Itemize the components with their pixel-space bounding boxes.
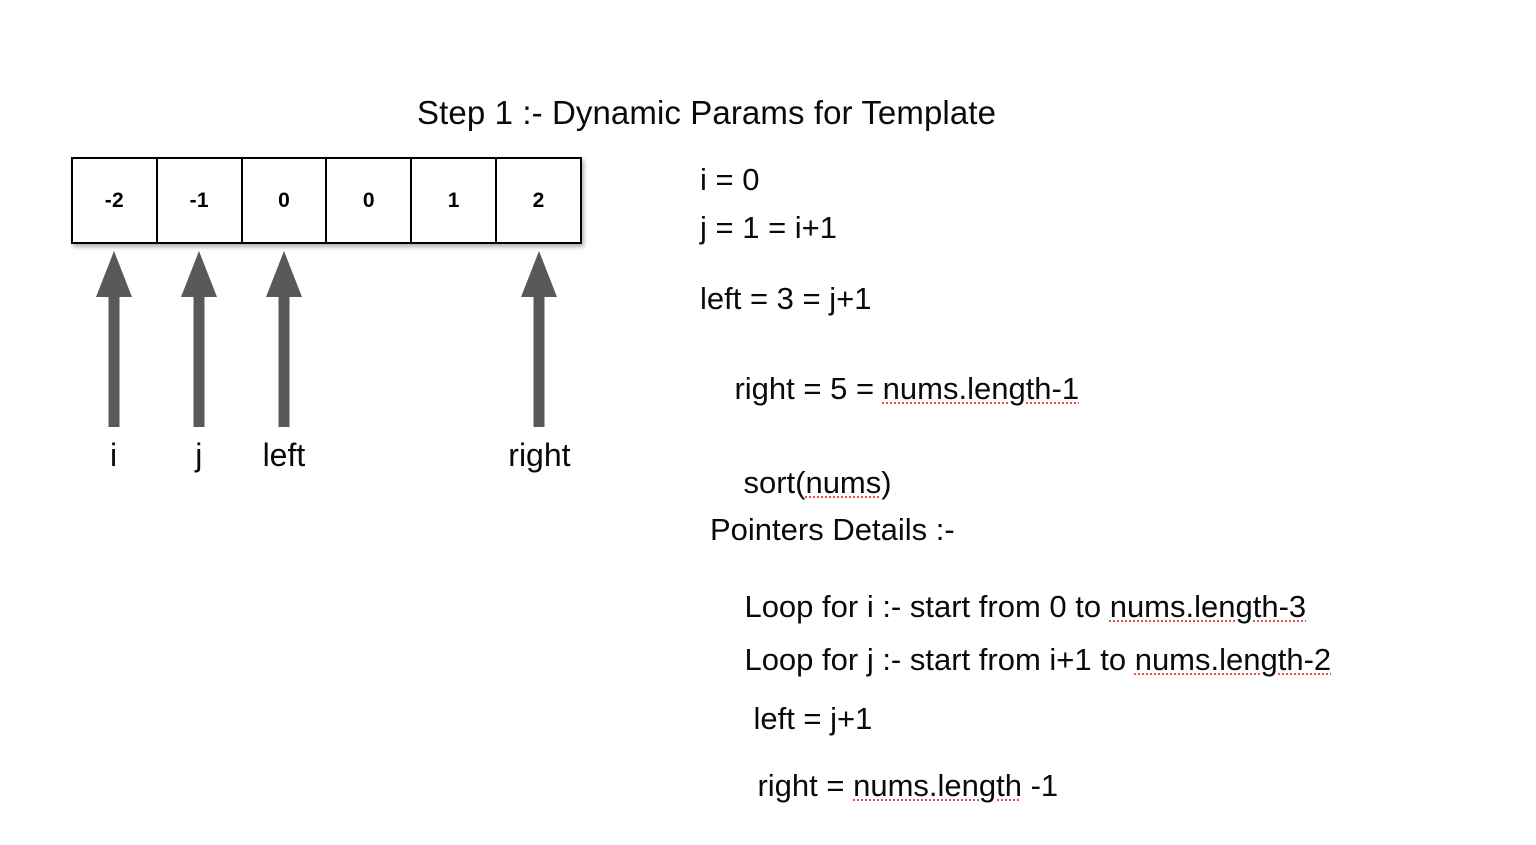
array-cell: 0 <box>326 157 412 244</box>
details-loop-i-bound: nums.length-3 <box>1109 589 1307 624</box>
pointer-label-right: right <box>508 437 571 473</box>
array-cell: 2 <box>496 157 582 244</box>
details-right-prefix: right = <box>757 768 854 803</box>
details-left-text: left = j+1 <box>753 701 873 736</box>
pointer-arrow-j <box>180 251 218 427</box>
pointer-label-i: i <box>110 437 118 473</box>
pointer-label-j: j <box>195 437 203 473</box>
details-loop-j-prefix: Loop for j :- start from i+1 to <box>744 642 1135 677</box>
param-line-left: left = 3 = j+1 <box>700 281 872 316</box>
details-loop-j-bound: nums.length-2 <box>1134 642 1332 677</box>
array-cell: -2 <box>71 157 157 244</box>
sort-call-suffix: ) <box>881 465 892 500</box>
details-loop-i-prefix: Loop for i :- start from 0 to <box>744 589 1110 624</box>
array-cell: 1 <box>411 157 497 244</box>
param-right-prefix: right = 5 = <box>734 371 883 406</box>
param-line-j: j = 1 = i+1 <box>700 210 838 245</box>
details-line-left: left = j+1 <box>719 672 872 765</box>
sort-call-argument: nums <box>805 465 882 500</box>
details-line-loop-j: Loop for j :- start from i+1 to nums.len… <box>710 613 1331 706</box>
details-line-loop-i: Loop for i :- start from 0 to nums.lengt… <box>710 560 1306 653</box>
page-title: Step 1 :- Dynamic Params for Template <box>0 56 1536 170</box>
param-line-right: right = 5 = nums.length-1 <box>700 342 1079 435</box>
details-right-expression: nums.length <box>853 768 1022 803</box>
details-heading: Pointers Details :- <box>710 512 955 547</box>
pointer-arrow-right <box>520 251 558 427</box>
array-cell: -1 <box>156 157 242 244</box>
param-right-expression: nums.length-1 <box>882 371 1080 406</box>
param-line-i: i = 0 <box>700 162 760 197</box>
page-title-text: Step 1 :- Dynamic Params for Template <box>417 94 997 131</box>
details-line-right: right = nums.length -1 <box>723 739 1058 832</box>
pointer-arrow-i <box>95 251 133 427</box>
array-cell: 0 <box>241 157 327 244</box>
pointer-label-left: left <box>262 437 306 473</box>
sort-call-prefix: sort( <box>743 465 806 500</box>
pointer-arrow-left <box>265 251 303 427</box>
sort-call: sort(nums) <box>709 436 892 529</box>
details-right-suffix: -1 <box>1021 768 1059 803</box>
